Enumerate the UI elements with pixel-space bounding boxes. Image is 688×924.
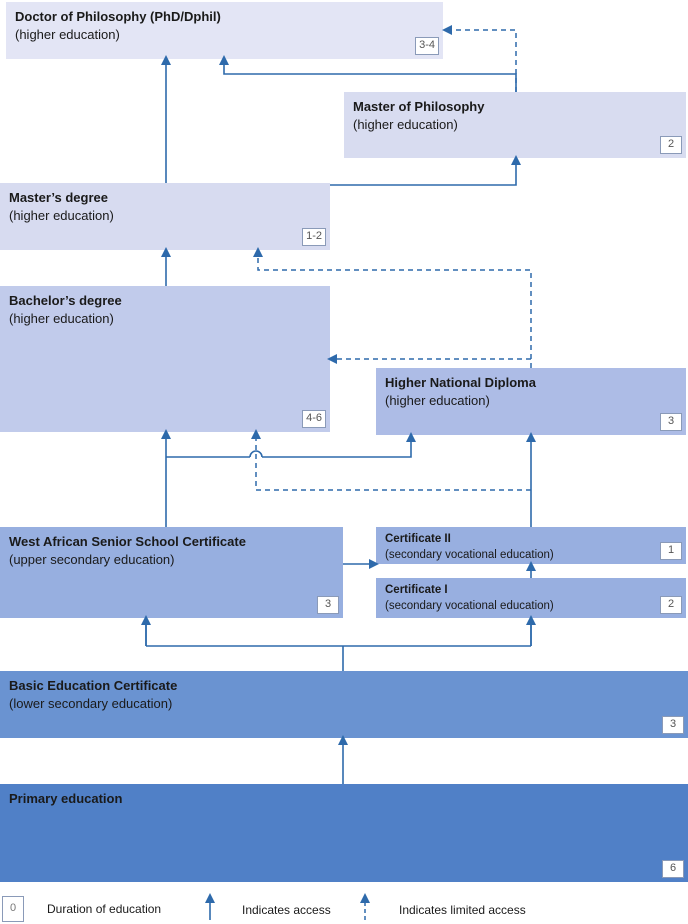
mphil-title: Master of Philosophy [353,99,485,114]
wassc-box: West African Senior School Certificate (… [0,527,343,618]
legend-access-label: Indicates access [242,903,331,917]
legend-limited-label: Indicates limited access [399,903,526,917]
bec-duration: 3 [662,716,684,734]
cert2-box: Certificate II (secondary vocational edu… [376,527,686,564]
bec-box: Basic Education Certificate (lower secon… [0,671,688,738]
mphil-subtitle: (higher education) [353,117,458,132]
arrow-wassc-to-hnd [166,437,411,458]
primary-title: Primary education [9,791,123,806]
bec-title: Basic Education Certificate [9,678,178,693]
masters-box: Master’s degree (higher education) 1-2 [0,183,330,250]
arrow-limited-hnd-to-masters [253,247,532,368]
phd-duration: 3-4 [415,37,439,55]
cert2-subtitle: (secondary vocational education) [385,549,554,561]
primary-duration: 6 [662,860,684,878]
mphil-duration: 2 [660,136,682,154]
hnd-box: Higher National Diploma (higher educatio… [376,368,686,435]
phd-box: Doctor of Philosophy (PhD/Dphil) (higher… [6,2,443,59]
masters-title: Master’s degree [9,190,108,205]
arrow-limited-wassc-to-bachelor [251,429,531,491]
arrow-limited-mphil-to-phd [442,25,517,92]
masters-subtitle: (higher education) [9,208,114,223]
cert1-subtitle: (secondary vocational education) [385,600,554,612]
arrow-wassc-to-hnd-hop [249,450,263,458]
cert1-box: Certificate I (secondary vocational educ… [376,578,686,618]
cert1-duration: 2 [660,596,682,614]
wassc-duration: 3 [317,596,339,614]
bachelor-title: Bachelor’s degree [9,293,122,308]
hnd-subtitle: (higher education) [385,393,490,408]
hnd-duration: 3 [660,413,682,431]
legend-duration-label: Duration of education [47,902,162,916]
cert2-title: Certificate II [385,533,451,545]
phd-subtitle: (higher education) [15,27,120,42]
arrow-bec-to-upper [145,620,532,671]
mphil-box: Master of Philosophy (higher education) … [344,92,686,158]
arrow-masters-to-mphil [330,155,521,186]
bachelor-duration: 4-6 [302,410,326,428]
bachelor-box: Bachelor’s degree (higher education) 4-6 [0,286,330,432]
bec-subtitle: (lower secondary education) [9,696,173,711]
bachelor-subtitle: (higher education) [9,311,114,326]
cert2-duration: 1 [660,542,682,560]
wassc-subtitle: (upper secondary education) [9,552,175,567]
hnd-title: Higher National Diploma [385,375,536,390]
phd-title: Doctor of Philosophy (PhD/Dphil) [15,9,221,24]
cert1-title: Certificate I [385,584,448,596]
wassc-title: West African Senior School Certificate [9,534,246,549]
primary-box: Primary education 6 [0,784,688,882]
legend-duration-box: 0 [2,896,24,922]
masters-duration: 1-2 [302,228,326,246]
arrow-mphil-to-phd [219,55,517,92]
